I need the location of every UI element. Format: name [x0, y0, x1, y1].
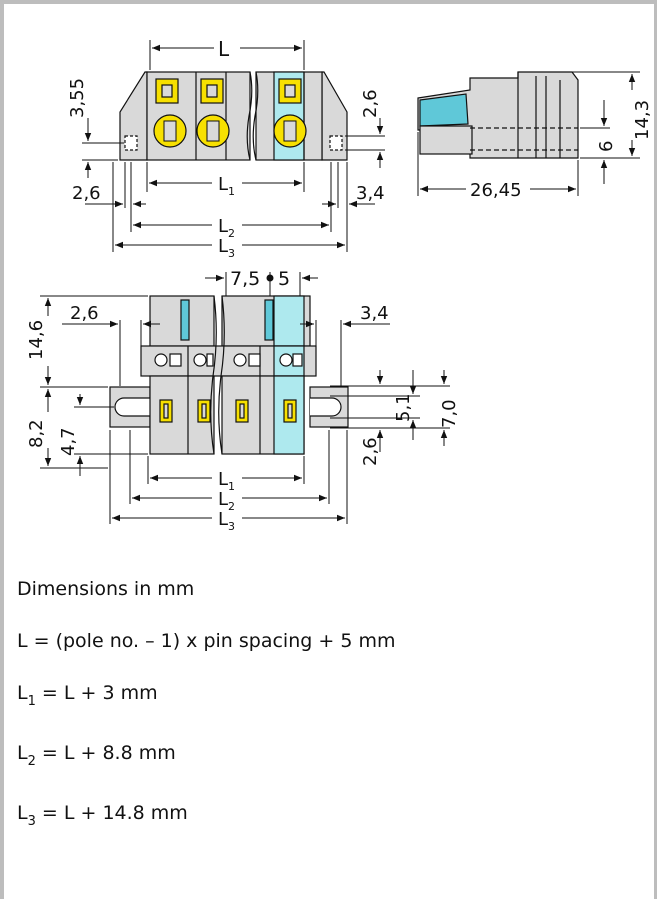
- dim-6: 6: [596, 141, 617, 152]
- dim-L3-bottom: L3: [218, 509, 235, 533]
- dim-L2-top: L2: [218, 216, 235, 240]
- dim-L2-bottom: L2: [218, 489, 235, 513]
- units-note: Dimensions in mm: [17, 578, 195, 600]
- dim-2645: 26,45: [470, 180, 522, 201]
- formula-L3: L3 = L + 14.8 mm: [17, 802, 188, 829]
- dim-L1-bottom: L1: [218, 469, 235, 493]
- dimension-drawing: L L1 L2 L3 3,55 2,6 3,4 2,6 26,45 14,3 6: [26, 37, 653, 533]
- dim-26-right-bottom: 2,6: [360, 437, 381, 466]
- formula-L2: L2 = L + 8.8 mm: [17, 742, 176, 769]
- dim-26-right-top: 2,6: [360, 89, 381, 118]
- side-view: [417, 71, 579, 159]
- dim-82: 8,2: [26, 419, 47, 448]
- dim-70: 7,0: [439, 399, 460, 428]
- side-accent: [419, 93, 469, 127]
- dim-L-top: L: [218, 37, 230, 61]
- dim-47: 4,7: [58, 427, 79, 456]
- dim-34-bottom: 3,4: [360, 303, 389, 324]
- formula-L: L = (pole no. – 1) x pin spacing + 5 mm: [17, 630, 396, 652]
- dim-34-top: 3,4: [356, 183, 385, 204]
- dim-26-left-bottom: 2,6: [70, 303, 99, 324]
- dim-L3-top: L3: [218, 236, 235, 260]
- dim-355: 3,55: [67, 78, 88, 118]
- dim-51: 5,1: [393, 393, 414, 422]
- dim-26-left-top: 2,6: [72, 183, 101, 204]
- dim-143: 14,3: [632, 100, 653, 140]
- formula-L1: L1 = L + 3 mm: [17, 682, 158, 709]
- dim-5: 5: [278, 268, 290, 290]
- front-view: [119, 71, 348, 161]
- dim-75: 7,5: [230, 268, 260, 290]
- dim-146: 14,6: [26, 320, 47, 360]
- dim-L1-top: L1: [218, 174, 235, 198]
- top-view: [109, 295, 349, 455]
